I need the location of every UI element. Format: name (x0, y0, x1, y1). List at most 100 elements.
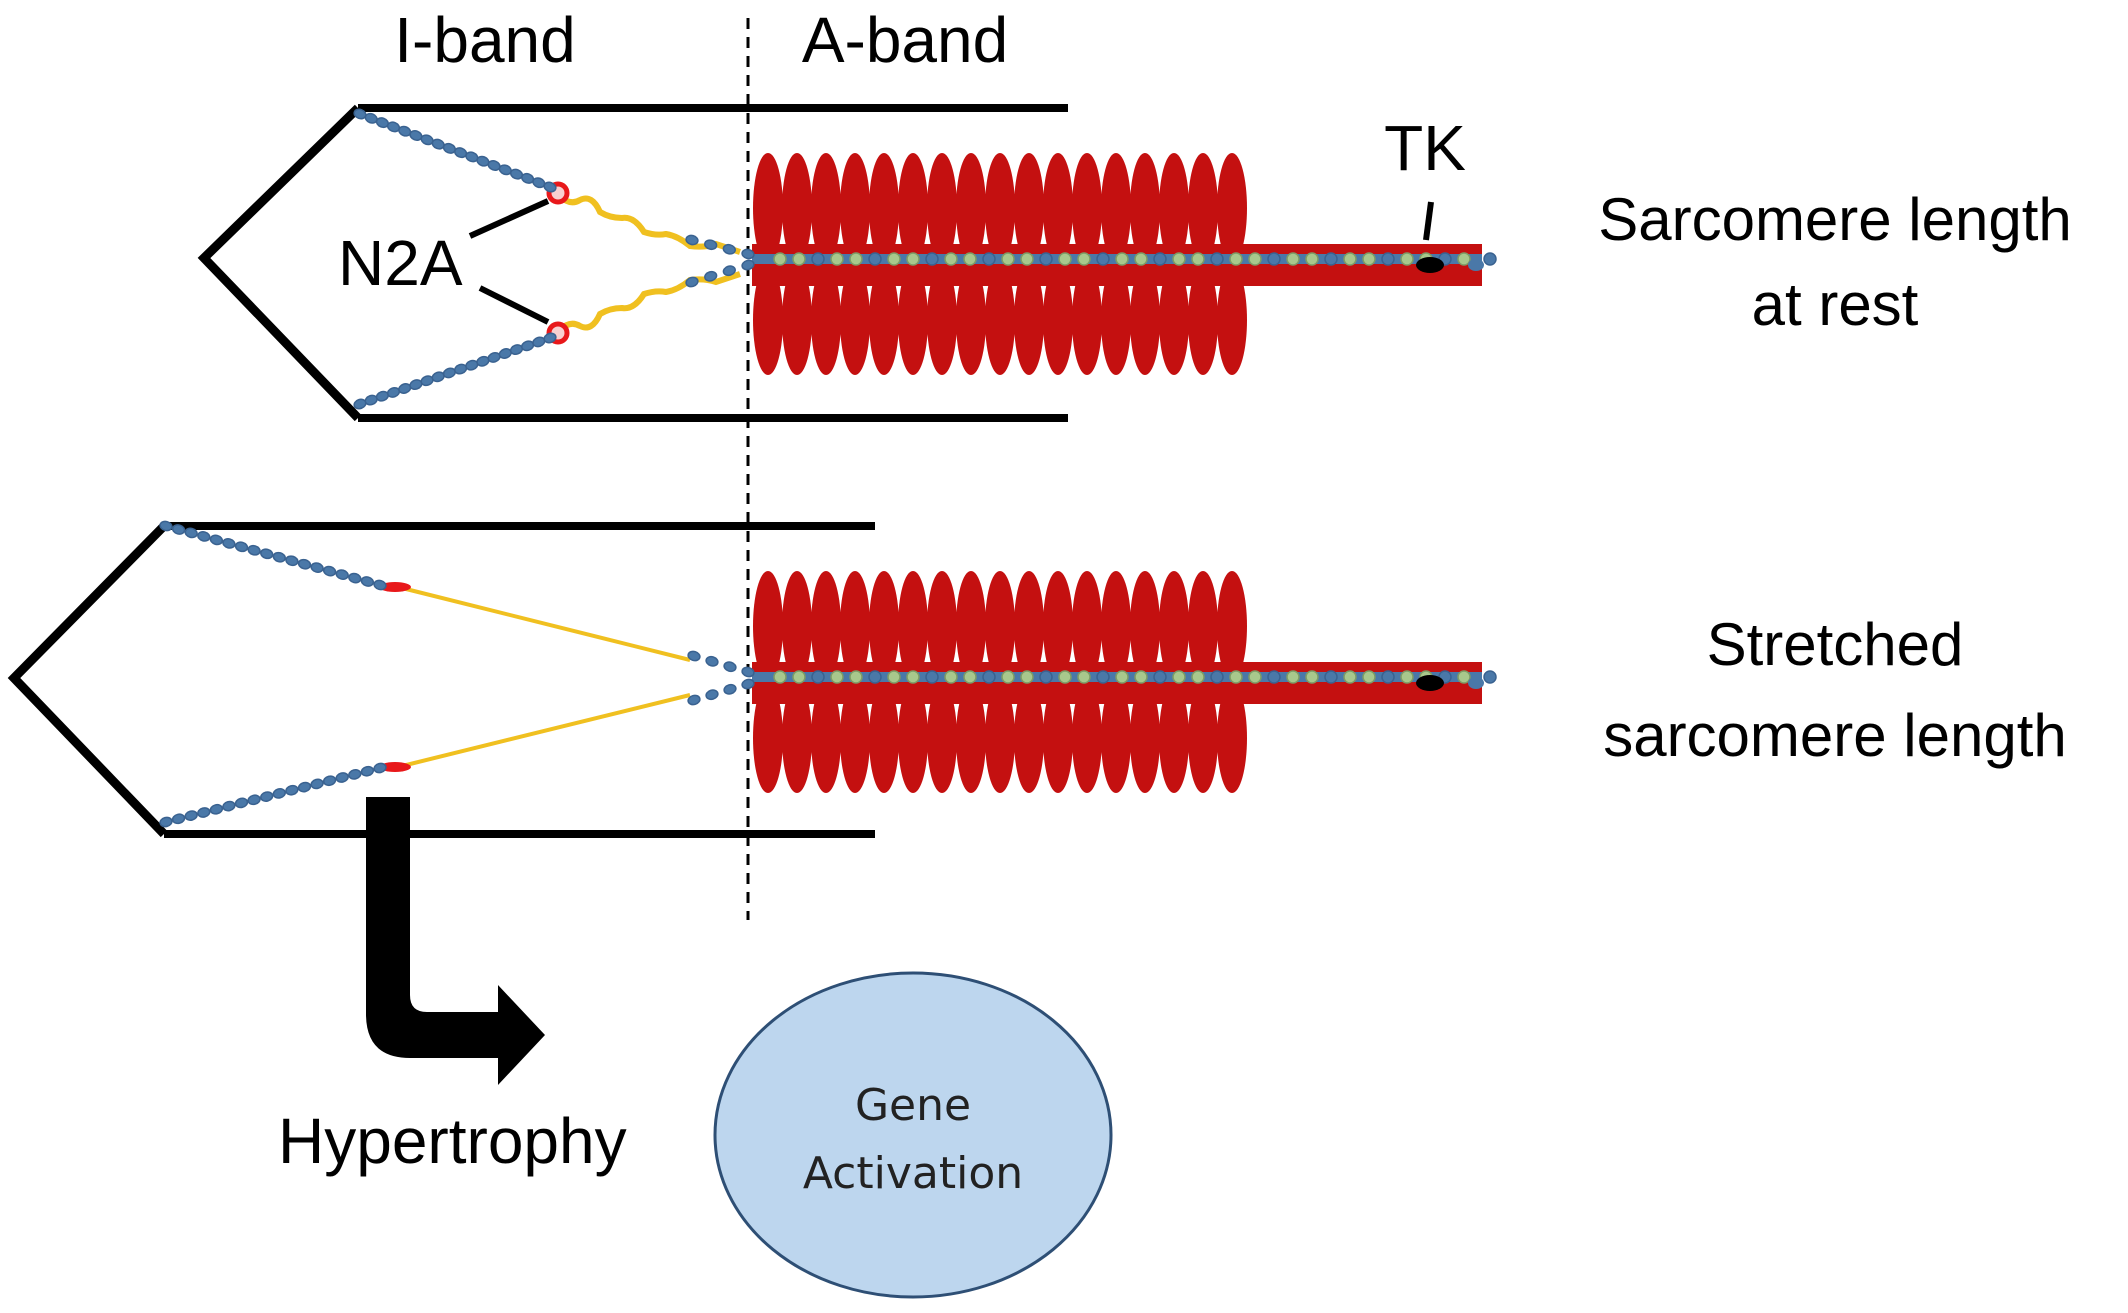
backbone-node (792, 670, 806, 684)
myosin-head (1159, 265, 1189, 375)
myosin-head (1072, 153, 1102, 263)
titin-bead (543, 332, 557, 344)
backbone-node (1305, 252, 1319, 266)
titin-bead (209, 803, 224, 815)
hypertrophy-arrow-icon (366, 797, 545, 1085)
backbone-node (1191, 252, 1205, 266)
myosin-head (985, 683, 1015, 793)
titin-bead (687, 694, 701, 706)
backbone-node (906, 252, 920, 266)
backbone-node (1001, 252, 1015, 266)
myosin-head (1159, 571, 1189, 681)
myosin-head (1188, 265, 1218, 375)
backbone-node (1248, 252, 1262, 266)
myosin-head (811, 153, 841, 263)
myosin-head (985, 153, 1015, 263)
backbone-nodes-stretched (773, 670, 1497, 684)
backbone-node (1058, 252, 1072, 266)
myosin-head (956, 265, 986, 375)
titin-bead (260, 791, 274, 802)
backbone-node (1153, 252, 1167, 266)
backbone-node (1305, 670, 1319, 684)
titin-bead (222, 538, 236, 549)
titin-bead (159, 520, 173, 532)
hypertrophy-label: Hypertrophy (278, 1105, 627, 1177)
backbone-node (1153, 670, 1167, 684)
myosin-heads-stretched (753, 571, 1247, 793)
backbone-node (1362, 670, 1376, 684)
n2a-leader-top (468, 198, 550, 239)
backbone-node (830, 252, 844, 266)
myosin-head (1188, 683, 1218, 793)
titin-bead (685, 276, 699, 288)
backbone-node (1324, 670, 1338, 684)
myosin-head (1043, 571, 1073, 681)
backbone-node (1077, 670, 1091, 684)
titin-bead (704, 270, 718, 282)
titin-bead (222, 800, 236, 812)
backbone-node (1267, 670, 1281, 684)
backbone-node (1229, 670, 1243, 684)
myosin-head (898, 571, 928, 681)
sarcomere-stretched (7, 520, 1497, 838)
myosin-head (1159, 153, 1189, 263)
titin-bead (741, 259, 755, 271)
myosin-head (927, 153, 957, 263)
i-band-label: I-band (394, 4, 575, 76)
backbone-node (1362, 252, 1376, 266)
titin-bead (171, 813, 186, 825)
myosin-head (753, 683, 783, 793)
titin-end-bead (1468, 259, 1484, 271)
myosin-head (1188, 571, 1218, 681)
myosin-head (1159, 683, 1189, 793)
stretched-caption-line1: Stretched (1707, 611, 1964, 678)
titin-bead (741, 248, 755, 260)
myosin-head (1217, 153, 1247, 263)
backbone-node (1400, 252, 1414, 266)
titin-bead (285, 555, 299, 567)
n2a-marker-top-stretched (379, 582, 411, 592)
myosin-head (898, 153, 928, 263)
backbone-node (1115, 670, 1129, 684)
titin-bead (687, 650, 701, 662)
rest-caption-line1: Sarcomere length (1598, 186, 2072, 253)
titin-bead (360, 765, 375, 777)
backbone-node (906, 670, 920, 684)
titin-bead (197, 531, 211, 542)
myosin-head (956, 153, 986, 263)
backbone-node (1039, 670, 1053, 684)
titin-bead (360, 576, 375, 587)
titin-kinase-stretched-icon (1416, 675, 1444, 691)
myosin-head (1014, 683, 1044, 793)
backbone-node (1134, 670, 1148, 684)
titin-bead (348, 572, 362, 584)
titin-beads-rest (353, 108, 1484, 410)
titin-bead (373, 579, 387, 591)
rest-caption-line2: at rest (1752, 271, 1919, 338)
titin-bead (310, 778, 324, 790)
backbone-node (830, 670, 844, 684)
myosin-head (1101, 571, 1131, 681)
backbone-node (811, 252, 825, 266)
titin-bead (705, 655, 719, 667)
z-disc-rest (197, 104, 362, 422)
myosin-head (869, 571, 899, 681)
titin-bead (704, 239, 718, 251)
backbone-node (1058, 670, 1072, 684)
backbone-node (868, 670, 882, 684)
backbone-node (1248, 670, 1262, 684)
myosin-head (782, 683, 812, 793)
myosin-head (811, 265, 841, 375)
myosin-head (1072, 265, 1102, 375)
backbone-node (1457, 252, 1471, 266)
backbone-node (1286, 252, 1300, 266)
gene-activation-circle (713, 971, 1113, 1299)
backbone-node (1210, 252, 1224, 266)
titin-bead (285, 784, 299, 796)
backbone-node (1286, 670, 1300, 684)
gene-label-line1: Gene (855, 1080, 971, 1131)
myosin-head (840, 265, 870, 375)
titin-bead (184, 810, 198, 821)
titin-bead (297, 781, 312, 793)
